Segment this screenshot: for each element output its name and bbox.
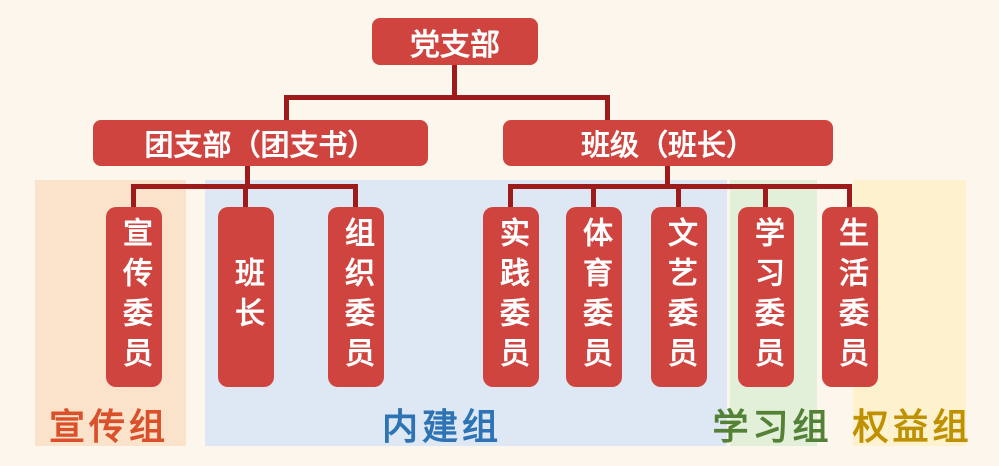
connector-line xyxy=(763,184,768,209)
group-label-internal: 内建组 xyxy=(381,407,502,447)
connector-line xyxy=(665,165,670,188)
node-member-monitor: 班长 xyxy=(218,207,274,387)
member-label: 学习委员 xyxy=(750,217,783,377)
node-member-organization: 组织委员 xyxy=(328,207,384,387)
member-label: 体育委员 xyxy=(578,217,611,377)
group-band-internal xyxy=(205,180,727,446)
node-party-branch: 党支部 xyxy=(372,18,538,65)
member-label: 生活委员 xyxy=(834,217,867,377)
node-class-monitor: 班级（班长） xyxy=(503,120,833,166)
node-member-publicity: 宣传委员 xyxy=(106,207,162,387)
member-label: 文艺委员 xyxy=(663,217,696,377)
member-label: 实践委员 xyxy=(495,217,528,377)
node-member-sports: 体育委员 xyxy=(566,207,622,387)
member-label: 组织委员 xyxy=(340,217,373,377)
member-label: 宣传委员 xyxy=(118,217,151,377)
node-league-branch: 团支部（团支书） xyxy=(93,120,428,166)
connector-line xyxy=(452,64,457,98)
node-member-life: 生活委员 xyxy=(822,207,878,387)
group-label-rights: 权益组 xyxy=(852,407,973,447)
connector-line xyxy=(243,184,248,209)
group-label-study: 学习组 xyxy=(712,407,833,447)
connector-line xyxy=(591,184,596,209)
connector-line xyxy=(676,184,681,209)
node-member-study: 学习委员 xyxy=(738,207,794,387)
group-label-publicity: 宣传组 xyxy=(48,407,169,447)
node-member-arts: 文艺委员 xyxy=(651,207,707,387)
member-label: 班长 xyxy=(230,257,263,337)
connector-line xyxy=(605,95,610,121)
connector-line xyxy=(508,184,513,209)
connector-line xyxy=(284,95,610,100)
connector-line xyxy=(284,95,289,121)
connector-line xyxy=(847,184,852,209)
connector-line xyxy=(245,165,250,188)
node-member-practice: 实践委员 xyxy=(483,207,539,387)
connector-line xyxy=(131,184,136,209)
connector-line xyxy=(353,184,358,209)
